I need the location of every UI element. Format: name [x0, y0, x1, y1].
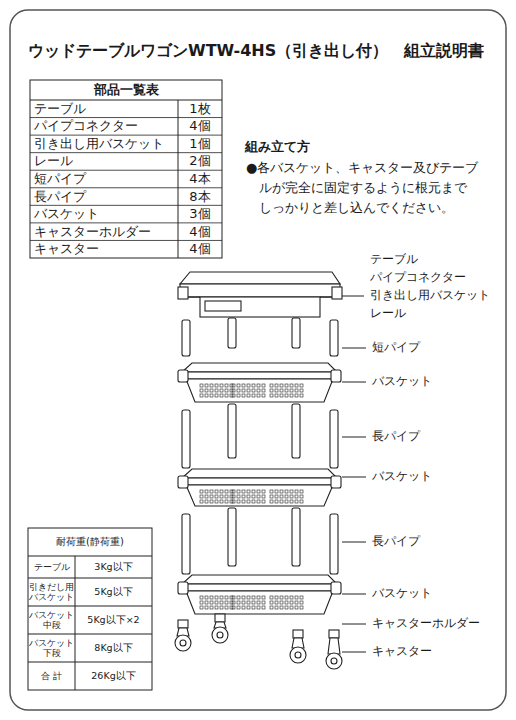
label-text: 3個 [178, 207, 222, 222]
label-text: バスケット [34, 207, 99, 222]
label-text: 4個 [178, 224, 222, 239]
label-text: ●各バスケット、キャスター及びテーブ [246, 161, 478, 176]
label-text: しっかりと差し込んでください。 [259, 201, 454, 216]
label-text: 4個 [178, 242, 222, 257]
label-text: 26Kg以下 [75, 671, 152, 682]
label-text: 5Kg以下×2 [75, 615, 152, 626]
label-text: 耐荷重(静荷重) [28, 536, 152, 548]
label-text: キャスターホルダー [372, 617, 480, 631]
label-text: 部品一覧表 [30, 83, 222, 98]
label-text: 4本 [178, 172, 222, 187]
label-text: キャスター [372, 645, 432, 659]
label-text: バスケット [372, 375, 432, 389]
label-text: レール [34, 154, 73, 169]
label-text: パイプコネクター [34, 119, 138, 134]
label-text: 3Kg以下 [75, 562, 152, 573]
label-text: キャスター [34, 242, 99, 257]
label-text: バスケット 下段 [28, 638, 75, 659]
sheet-title: ウッドテーブルワゴンWTW-4HS（引き出し付） 組立説明書 [28, 42, 484, 60]
label-text: テーブル [370, 253, 418, 267]
label-text: 長パイプ [372, 535, 420, 549]
label-text: 合 計 [28, 671, 75, 681]
label-text: キャスターホルダー [34, 224, 151, 239]
label-text: 短パイプ [34, 172, 86, 187]
label-text: 長パイプ [372, 430, 420, 444]
label-text: 1枚 [178, 101, 222, 116]
label-text: バスケット [372, 470, 432, 484]
label-text: バスケット [372, 587, 432, 601]
label-text: 4個 [178, 119, 222, 134]
label-text: 引きだし用 バスケット [28, 582, 75, 603]
label-text: テーブル [28, 562, 75, 572]
label-text: 組み立て方 [245, 140, 310, 155]
label-text: 8Kg以下 [75, 643, 152, 654]
label-text: レール [370, 307, 406, 321]
label-text: 長パイプ [34, 189, 86, 204]
label-text: 引き出し用バスケット [370, 289, 490, 303]
label-text: パイプコネクター [370, 271, 466, 285]
label-text: バスケット 中段 [28, 610, 75, 631]
label-text: 5Kg以下 [75, 587, 152, 598]
label-text: ルが完全に固定するように根元まで [259, 181, 467, 196]
label-text: 2個 [178, 154, 222, 169]
label-text: 1個 [178, 136, 222, 151]
label-text: 8本 [178, 189, 222, 204]
label-text: 引き出し用バスケット [34, 136, 164, 151]
label-text: テーブル [34, 101, 86, 116]
label-text: 短パイプ [372, 341, 420, 355]
